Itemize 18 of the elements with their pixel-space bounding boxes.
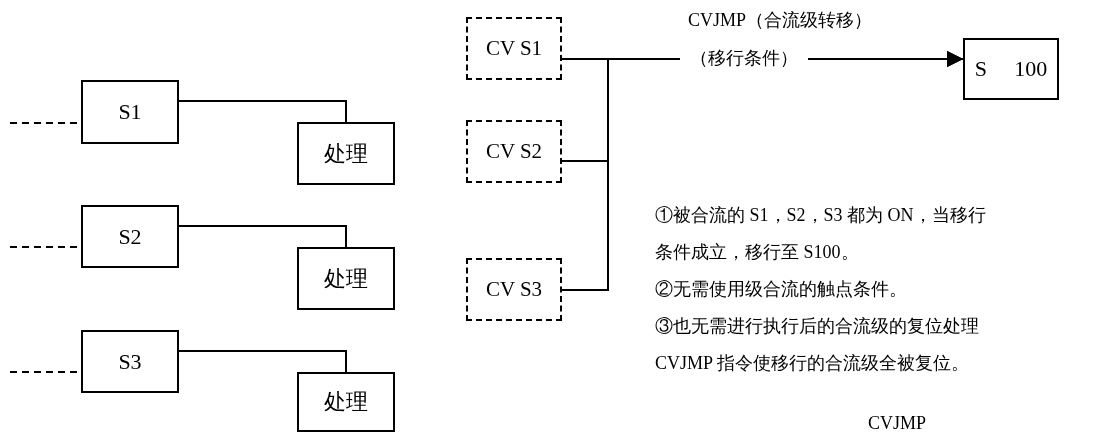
condition-box: CV S2 <box>466 120 562 183</box>
note-text: ①被合流的 S1，S2，S3 都为 ON，当移行条件成立，移行至 S100。 <box>655 204 987 264</box>
connector-line <box>178 350 347 373</box>
connector-line <box>178 225 347 248</box>
process-box: 处理 <box>297 372 395 432</box>
connector-line <box>178 100 347 123</box>
note-text: ③也无需进行执行后的合流级的复位处理 CVJMP 指令使移行的合流级全被复位。 <box>655 315 980 375</box>
step-box: S3 <box>81 330 179 393</box>
process-box: 处理 <box>297 247 395 310</box>
step-box: S1 <box>81 80 179 144</box>
step-box: S 100 <box>963 38 1059 100</box>
condition-box: CV S1 <box>466 17 562 80</box>
condition-box: CV S3 <box>466 258 562 321</box>
annotation-text: CVJMP（合流级转移） <box>688 9 873 32</box>
instruction-label: CVJMP <box>868 412 927 432</box>
step-box: S2 <box>81 205 179 268</box>
process-box: 处理 <box>297 122 395 185</box>
note-text: ②无需使用级合流的触点条件。 <box>655 278 908 301</box>
